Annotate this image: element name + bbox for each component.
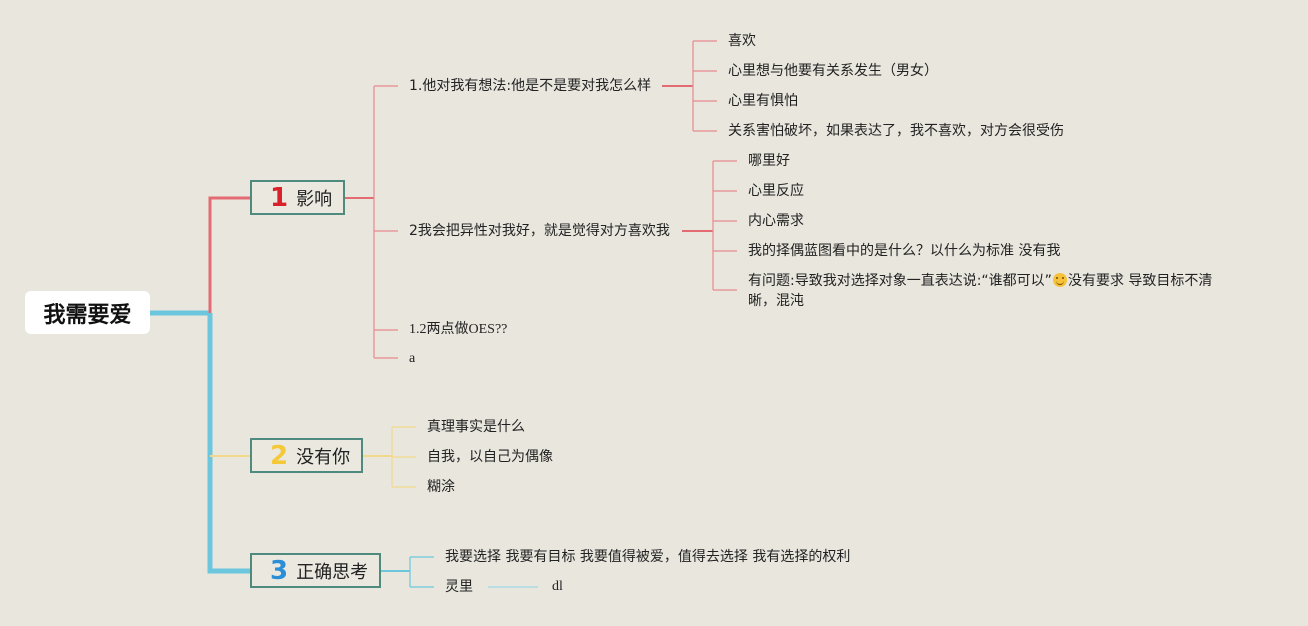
root-node[interactable]: 我需要爱 [25, 291, 150, 334]
topic-b3-item-2[interactable]: 灵里 [445, 579, 473, 595]
branch-node-1[interactable]: 1 影响 [250, 180, 345, 215]
topic-b3-item-2-child[interactable]: dl [552, 579, 563, 594]
branch-number-1: 1 [270, 182, 289, 213]
branch-label-3: 正确思考 [296, 561, 369, 583]
topic-b1-c1[interactable]: 1.他对我有想法:他是不是要对我怎么样 [409, 78, 652, 94]
branch-label-2: 没有你 [296, 446, 351, 468]
smile-emoji-icon [1052, 273, 1067, 287]
branch-label-1: 影响 [296, 188, 333, 210]
topic-b1-c1-item-3[interactable]: 心里有惧怕 [728, 93, 798, 109]
topic-b1-c2-item-5-part-b: 没有要求 导致目标不清晰，混沌 [748, 273, 1213, 309]
topic-b1-c2-item-3[interactable]: 内心需求 [748, 213, 804, 229]
topic-b1-c2-item-5-part-a: 有问题:导致我对选择对象一直表达说:“谁都可以” [748, 273, 1052, 289]
topic-b2-item-3[interactable]: 糊涂 [427, 479, 455, 495]
topic-b1-c2[interactable]: 2我会把异性对我好，就是觉得对方喜欢我 [409, 223, 670, 239]
topic-b1-c2-item-2[interactable]: 心里反应 [748, 183, 804, 199]
branch-node-3[interactable]: 3 正确思考 [250, 553, 381, 588]
topic-b3-item-1[interactable]: 我要选择 我要有目标 我要值得被爱，值得去选择 我有选择的权利 [445, 549, 851, 565]
branch-number-3: 3 [270, 555, 289, 586]
topic-b1-c1-item-4[interactable]: 关系害怕破坏，如果表达了，我不喜欢，对方会很受伤 [728, 123, 1064, 139]
topic-b1-c2-item-1[interactable]: 哪里好 [748, 153, 790, 169]
topic-b1-c2-item-5[interactable]: 有问题:导致我对选择对象一直表达说:“谁都可以”没有要求 导致目标不清晰，混沌 [748, 271, 1238, 311]
topic-b1-c3[interactable]: 1.2两点做OES?? [409, 322, 508, 337]
topic-b1-c1-item-2[interactable]: 心里想与他要有关系发生（男女） [728, 63, 938, 79]
topic-b2-item-2[interactable]: 自我，以自己为偶像 [427, 449, 553, 465]
topic-b2-item-1[interactable]: 真理事实是什么 [427, 419, 525, 435]
branch-node-2[interactable]: 2 没有你 [250, 438, 363, 473]
topic-b1-c4[interactable]: a [409, 351, 416, 366]
branch-number-2: 2 [270, 440, 289, 471]
topic-b1-c1-item-1[interactable]: 喜欢 [728, 33, 756, 49]
topic-b1-c2-item-4[interactable]: 我的择偶蓝图看中的是什么？以什么为标准 没有我 [748, 243, 1061, 259]
